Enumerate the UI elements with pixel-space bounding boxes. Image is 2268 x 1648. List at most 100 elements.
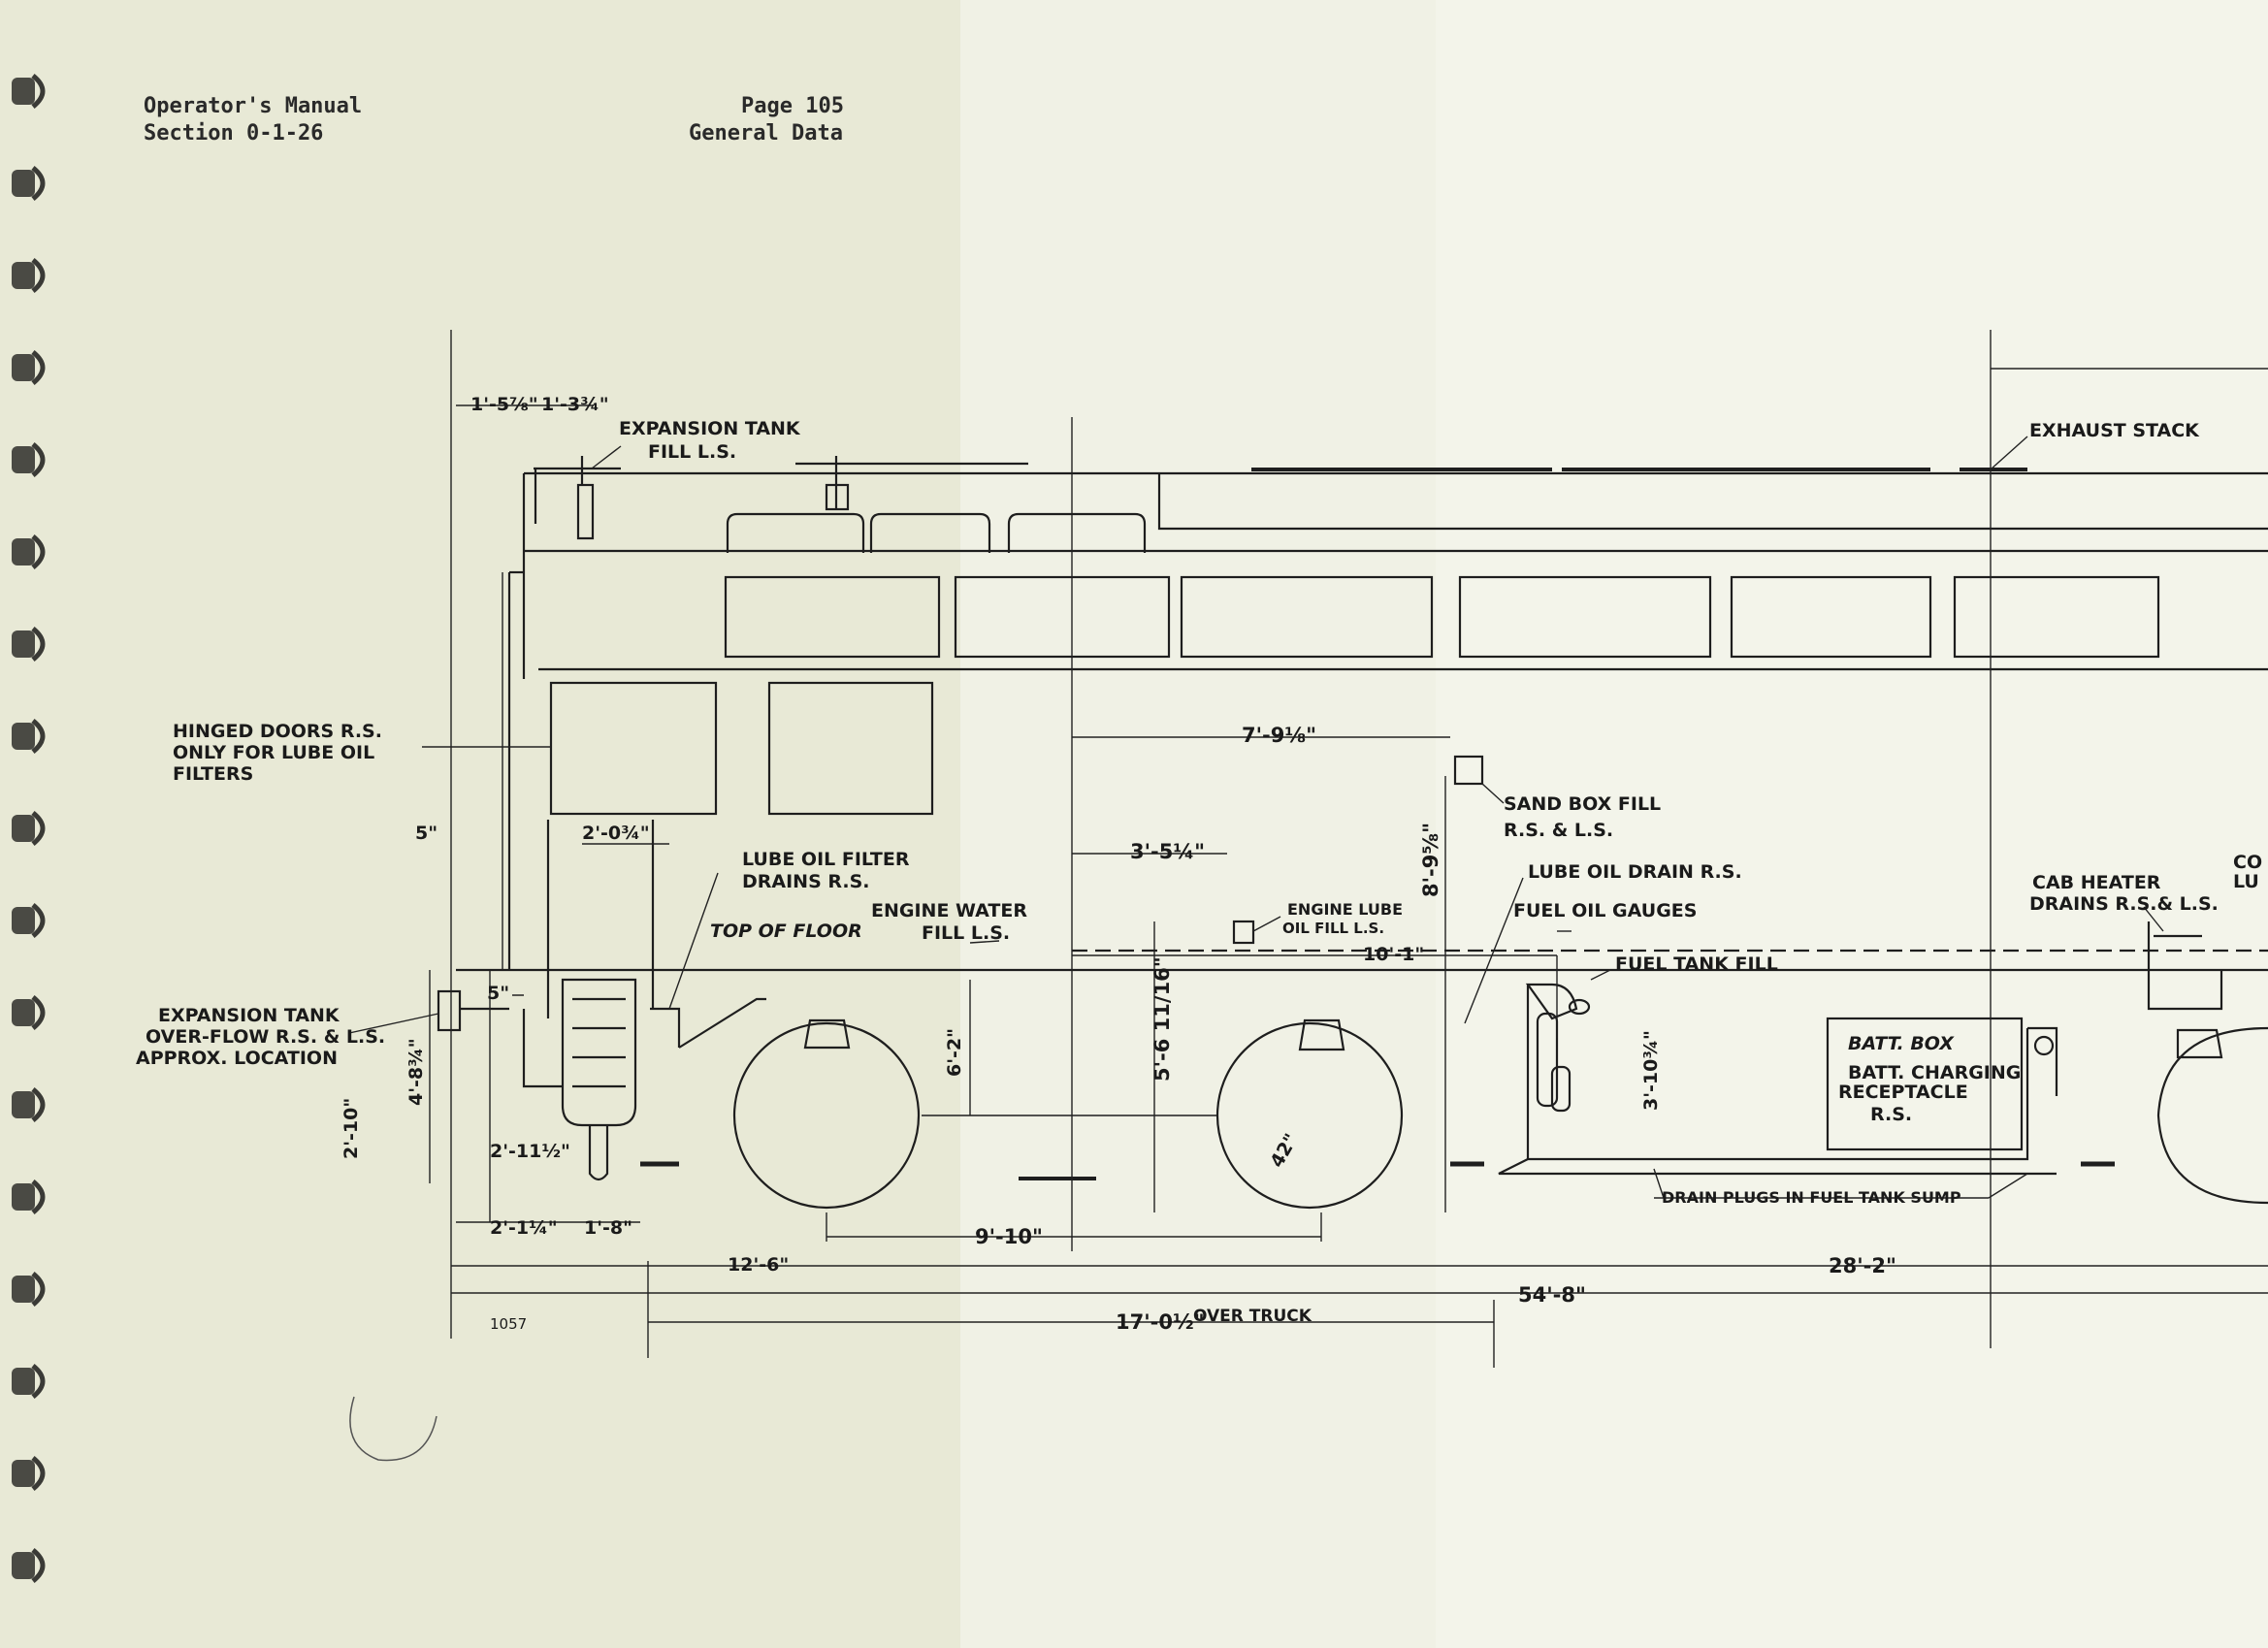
dimension-label: 5'-6 11/16" [1150, 956, 1174, 1082]
roof-vent [726, 512, 865, 553]
front-edge [507, 551, 526, 970]
fuel-tank [1525, 983, 2029, 1161]
callout-sand-box-fill: SAND BOX FILL [1504, 793, 1661, 815]
callout-expansion-tank-fill: EXPANSION TANK [619, 418, 801, 439]
drawing-number: 1057 [490, 1315, 527, 1333]
binding-coil [12, 534, 46, 569]
callout-cut-off: CO [2233, 852, 2262, 873]
wheel [1215, 1021, 1404, 1210]
binding-coil [12, 719, 46, 754]
callout-engine-water: ENGINE WATER [871, 900, 1027, 921]
binding-coil [12, 811, 46, 846]
callout-engine-water: FILL L.S. [922, 922, 1010, 944]
dimension-label: 10'-1" [1363, 944, 1424, 965]
extension-line [647, 417, 1495, 1368]
callout-battery-charging: BATT. CHARGING [1848, 1062, 2021, 1083]
callout-lube-oil-filter: LUBE OIL FILTER [742, 849, 910, 870]
dimension-label: 17'-0½" [1116, 1310, 1205, 1334]
datum-line [1990, 330, 2268, 1348]
callout-battery-charging: R.S. [1870, 1104, 1912, 1125]
binding-coil [12, 1548, 46, 1583]
dimension-line [1072, 736, 1557, 956]
page-subject: General Data [689, 121, 843, 145]
section-number: Section 0-1-26 [144, 121, 324, 145]
binding-coil [12, 350, 46, 385]
dimension-label: 1'-5⅞" [470, 394, 538, 415]
battery-box-label: BATT. BOX [1848, 1033, 1955, 1054]
battery-box [1826, 1017, 2024, 1151]
locomotive-outline [437, 456, 2268, 1210]
battery-receptacle [2027, 1026, 2058, 1096]
vertical-dimension [969, 776, 1558, 1212]
window [1730, 575, 1932, 659]
binding-coil [12, 1456, 46, 1491]
dimension-label: 3'-10¾" [1640, 1030, 1662, 1111]
dimension-label: 2'-1¼" [490, 1217, 558, 1239]
leader [1990, 436, 2028, 470]
coupler-knuckle [588, 1125, 609, 1181]
window [1180, 575, 1434, 659]
roof-vent [869, 512, 991, 553]
filter-drain-pipes [546, 820, 655, 1018]
dimension-label: 7'-9⅛" [1242, 724, 1316, 747]
binding-coil [12, 1179, 46, 1214]
binding-coil [12, 258, 46, 293]
pencil-mark [349, 1396, 437, 1462]
leader [1464, 877, 1524, 1024]
coupler-body [561, 978, 637, 1127]
engine-lube-fill [1232, 920, 1255, 945]
roof-vent [1007, 512, 1147, 553]
window [1458, 575, 1712, 659]
expansion-tank-fill-cap [576, 483, 595, 540]
callout-cab-heater: DRAINS R.S.& L.S. [2029, 893, 2219, 915]
dimension-label: 5" [487, 983, 509, 1004]
dimension-label: 2'-10" [340, 1098, 362, 1159]
leader [1590, 969, 1611, 981]
dimension-label: 28'-2" [1829, 1254, 1896, 1277]
callout-drain-plugs: DRAIN PLUGS IN FUEL TANK SUMP [1662, 1188, 1961, 1207]
page-number: Page 105 [741, 94, 844, 118]
expansion-overflow [437, 989, 462, 1032]
callout-expansion-overflow: EXPANSION TANK [158, 1005, 340, 1026]
leader [969, 940, 1000, 944]
callout-expansion-overflow: OVER-FLOW R.S. & L.S. [146, 1026, 385, 1048]
callout-fuel-oil-gauges: FUEL OIL GAUGES [1513, 900, 1697, 921]
dimension-label: 54'-8" [1518, 1283, 1586, 1307]
callout-hinged-doors: FILTERS [173, 763, 253, 785]
roof-antenna [795, 456, 1028, 509]
journal-box [803, 1018, 2223, 1059]
dimension-label: 8'-9⅝" [1419, 823, 1442, 897]
binding-coil [12, 442, 46, 477]
dimension-label: 3'-5¼" [1130, 840, 1205, 863]
left-page [0, 0, 960, 1648]
dimension-label: 6'-2" [944, 1028, 965, 1077]
fuel-tank-sump [1498, 1158, 2057, 1176]
cab-heater-drain [2147, 921, 2223, 1011]
leader [1252, 916, 1281, 932]
fuel-oil-gauge [1550, 1065, 1571, 1113]
callout-expansion-tank-fill: FILL L.S. [648, 441, 736, 463]
window [954, 575, 1171, 659]
callout-expansion-overflow: APPROX. LOCATION [136, 1048, 338, 1069]
hinged-door [549, 681, 718, 816]
binding-coil [12, 1364, 46, 1399]
callout-lube-oil-filter: DRAINS R.S. [742, 871, 869, 892]
hinged-door [767, 681, 934, 816]
dimension-labels: 1'-5⅞" 1'-3¾" 7'-9⅛" 3'-5¼" 8'-9⅝" 5" 2'… [340, 394, 1896, 1334]
binding-coil [12, 74, 46, 109]
binding-coil [12, 903, 46, 938]
binding-coil [12, 1087, 46, 1122]
dimension-label: 12'-6" [728, 1254, 789, 1276]
receptacle-plug [2033, 1035, 2055, 1056]
callout-exhaust-stack: EXHAUST STACK [2029, 420, 2200, 441]
wheel [732, 1021, 921, 1210]
leader [1481, 783, 1505, 804]
leader [1653, 1168, 2028, 1199]
dimension-label: 5" [415, 823, 437, 844]
roof-fitting [825, 483, 850, 511]
coupler-ribs [572, 997, 626, 1088]
fuel-tank-fill-cap [1568, 998, 1591, 1016]
right-page-fold [1436, 0, 2268, 1648]
